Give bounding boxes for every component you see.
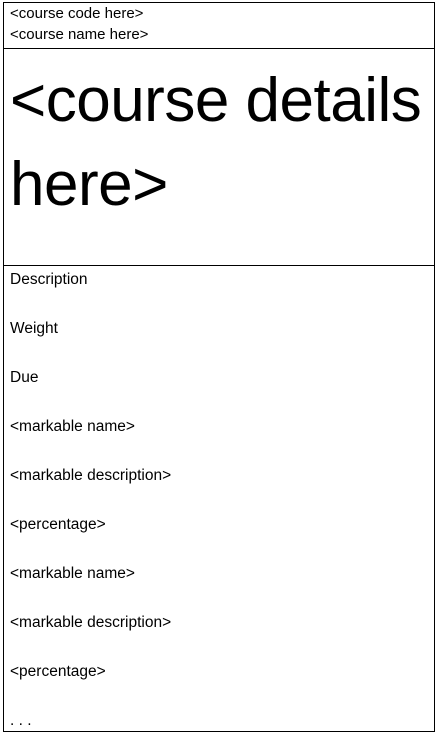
description-label: Description [10, 271, 88, 288]
due-label: Due [10, 369, 39, 386]
course-header: <course code here> <course name here> [4, 3, 434, 49]
course-name: <course name here> [10, 26, 149, 43]
markable-percentage: <percentage> [10, 516, 106, 533]
markable-name: <markable name> [10, 565, 135, 582]
more-ellipsis: . . . [10, 712, 32, 729]
weight-label: Weight [10, 320, 58, 337]
markable-percentage: <percentage> [10, 663, 106, 680]
markable-description: <markable description> [10, 467, 172, 484]
course-code: <course code here> [10, 5, 144, 22]
markables-list: Description Weight Due <markable name> <… [4, 266, 434, 731]
course-details-panel: <course details here> [4, 49, 434, 266]
course-card: <course code here> <course name here> <c… [3, 2, 435, 732]
course-details: <course details here> [10, 66, 422, 219]
markable-name: <markable name> [10, 418, 135, 435]
markable-description: <markable description> [10, 614, 172, 631]
